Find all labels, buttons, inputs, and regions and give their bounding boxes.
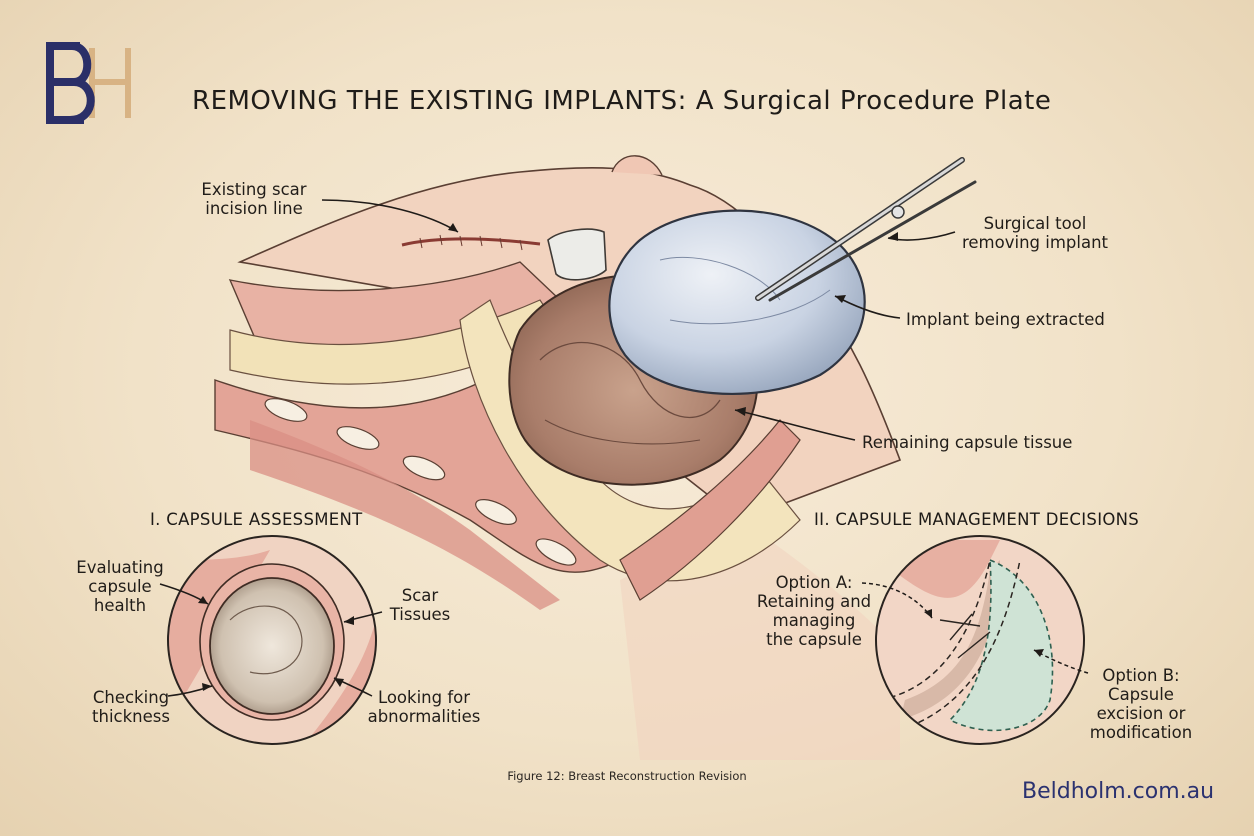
figure-caption: Figure 12: Breast Reconstruction Revisio…	[507, 769, 747, 783]
website-link[interactable]: Beldholm.com.au	[1022, 779, 1215, 804]
heading-capsule-management: II. CAPSULE MANAGEMENT DECISIONS	[814, 510, 1140, 529]
plate-title: REMOVING THE EXISTING IMPLANTS: A Surgic…	[192, 86, 1052, 116]
capsule-assessment-inset	[167, 535, 377, 745]
surgical-tool	[755, 157, 977, 302]
vessels	[264, 398, 577, 566]
implant	[608, 209, 866, 395]
heading-capsule-assessment: I. CAPSULE ASSESSMENT	[150, 510, 363, 529]
label-remaining-capsule: Remaining capsule tissue	[862, 433, 1073, 452]
nipple	[611, 155, 663, 176]
label-implant-extracted: Implant being extracted	[906, 310, 1105, 329]
retractor	[547, 228, 607, 281]
beldholm-logo	[40, 42, 138, 124]
scar-incision	[401, 237, 541, 247]
capsule-management-inset	[875, 535, 1085, 745]
